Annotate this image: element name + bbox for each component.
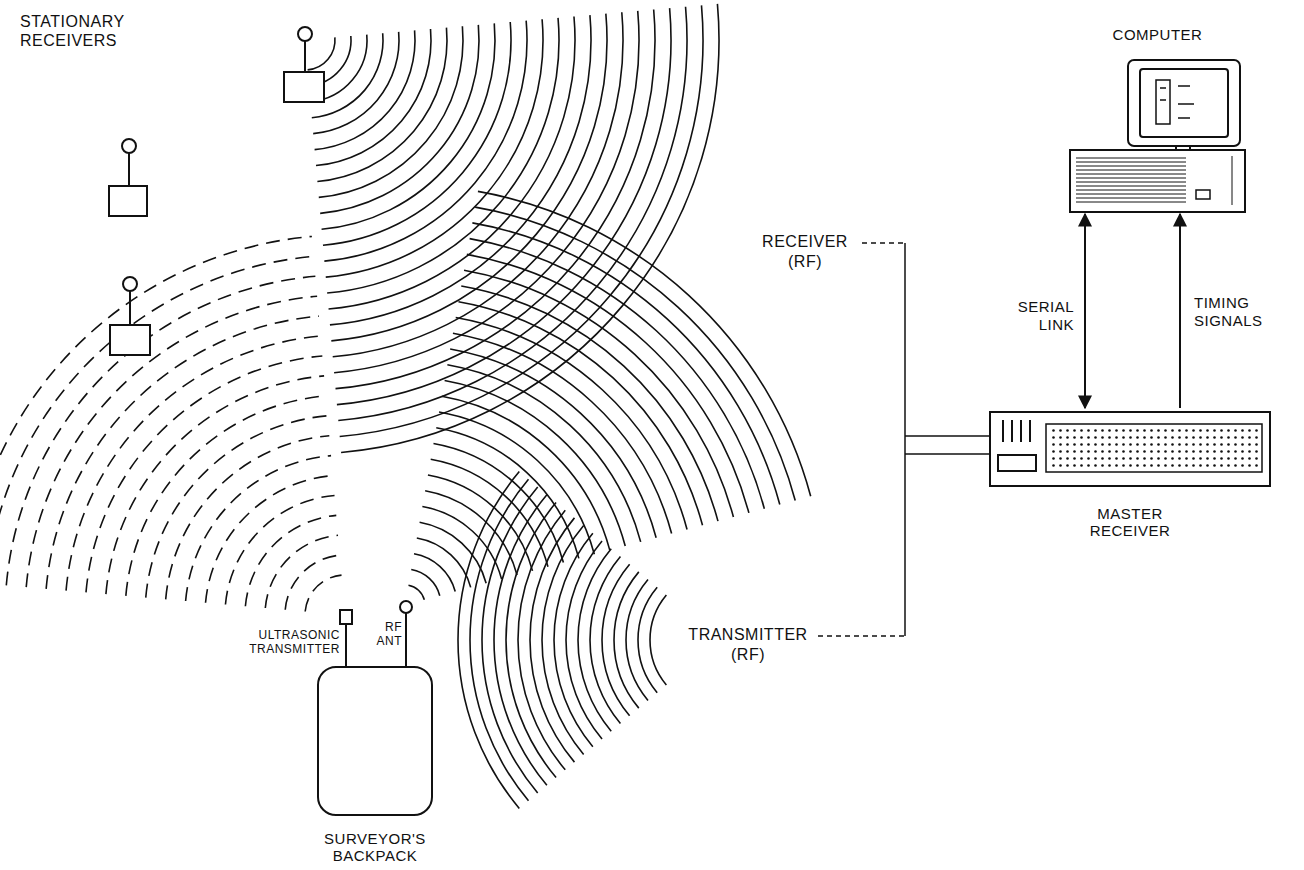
wave-arc (305, 575, 341, 611)
receiver-rf-waves (308, 4, 719, 453)
wave-arc (146, 416, 328, 598)
wave-arc (453, 333, 672, 533)
wave-arc (26, 296, 317, 587)
wave-arc (66, 336, 321, 591)
signal-arrow (1084, 214, 1086, 408)
wave-arc (338, 7, 687, 421)
edge-label: TIMING SIGNALS (1192, 294, 1280, 330)
signal-label: RECEIVER (RF) (752, 232, 858, 272)
wave-arc (447, 365, 640, 542)
wave-arc (317, 28, 447, 182)
wave-arc (329, 16, 575, 309)
wave-arc (313, 32, 399, 134)
wave-arc (494, 495, 547, 786)
wave-arc (315, 30, 415, 149)
transmitter-rf-waves (458, 472, 666, 809)
wave-arc (206, 476, 333, 603)
wave-arc (327, 18, 559, 293)
signal-arrow (1179, 214, 1181, 408)
wave-arc (285, 555, 340, 610)
node-label: COMPUTER (1113, 26, 1203, 43)
part-label: ULTRASONIC TRANSMITTER (222, 628, 340, 656)
wave-arc (225, 495, 334, 604)
wave-arc (417, 538, 471, 587)
wave-arc (411, 570, 440, 596)
wave-arc (518, 510, 565, 770)
wave-arc (650, 595, 666, 685)
wave-arc (0, 256, 314, 583)
wave-arc (186, 456, 331, 601)
wave-arc (331, 14, 607, 341)
wave-arc (590, 556, 620, 723)
wave-arc (414, 554, 455, 592)
rf-bracket (818, 243, 990, 636)
wave-arc (439, 412, 594, 554)
computer-drawing (1070, 60, 1245, 212)
signal-label: TRANSMITTER (RF) (682, 625, 814, 665)
wave-arc (322, 23, 495, 229)
wave-arc (245, 515, 336, 606)
wave-arc (470, 479, 528, 800)
wave-arc (308, 37, 335, 70)
wave-arc (334, 11, 639, 373)
wave-arc (602, 564, 630, 716)
stationary-receivers (109, 27, 324, 355)
wave-arc (265, 535, 338, 608)
master-receiver: MASTER RECEIVER (985, 408, 1275, 543)
wave-arc (554, 533, 593, 746)
rf-antenna (400, 601, 412, 613)
wave-arc (626, 580, 648, 701)
master-receiver-drawing (990, 412, 1270, 486)
stationary-receiver (284, 27, 324, 102)
wave-arc (86, 356, 322, 592)
wave-arc (330, 15, 591, 325)
wave-arc (106, 376, 324, 594)
ultrasonic-waves (0, 236, 342, 611)
wave-arc (408, 585, 424, 600)
surveyor-backpack: SURVEYOR'S BACKPACK (300, 662, 450, 868)
wave-arc (445, 380, 626, 546)
wave-arc (475, 207, 795, 500)
wave-arc (166, 436, 330, 600)
wave-arc (420, 522, 487, 583)
wave-arc (320, 25, 479, 214)
wave-arc (442, 396, 610, 550)
wave-arc (341, 4, 719, 453)
group-label: STATIONARY RECEIVERS (20, 12, 170, 50)
wave-arc (433, 443, 563, 562)
wave-arc (478, 191, 811, 496)
wave-arc (323, 22, 511, 245)
node-label: SURVEYOR'S BACKPACK (315, 830, 435, 864)
wave-arc (566, 541, 602, 739)
wave-arc (6, 276, 315, 585)
wave-arc (458, 472, 519, 809)
ultrasonic-transmitter (340, 610, 352, 624)
edge-label: SERIAL LINK (990, 298, 1076, 334)
node-label: MASTER RECEIVER (1074, 505, 1186, 539)
wave-arc (482, 487, 538, 793)
wave-arc (578, 549, 611, 732)
wave-arc (337, 8, 671, 405)
stationary-receiver (109, 139, 147, 216)
wave-arc (425, 491, 517, 575)
wave-arc (428, 475, 533, 571)
wave-arc (46, 316, 319, 589)
part-label: RF ANT (364, 620, 402, 648)
wave-arc (316, 29, 431, 166)
wave-arc (0, 236, 312, 581)
wave-arc (472, 223, 779, 505)
wave-arc (126, 396, 326, 596)
backpack-rf-waves (408, 191, 810, 599)
stationary-receiver (110, 277, 150, 355)
wave-arc (324, 21, 527, 262)
wave-arc (450, 349, 656, 538)
wave-arc (506, 502, 556, 777)
wave-arc (638, 587, 657, 692)
wave-arc (436, 428, 579, 559)
computer: COMPUTER (1060, 22, 1255, 214)
wave-arc (614, 572, 639, 708)
